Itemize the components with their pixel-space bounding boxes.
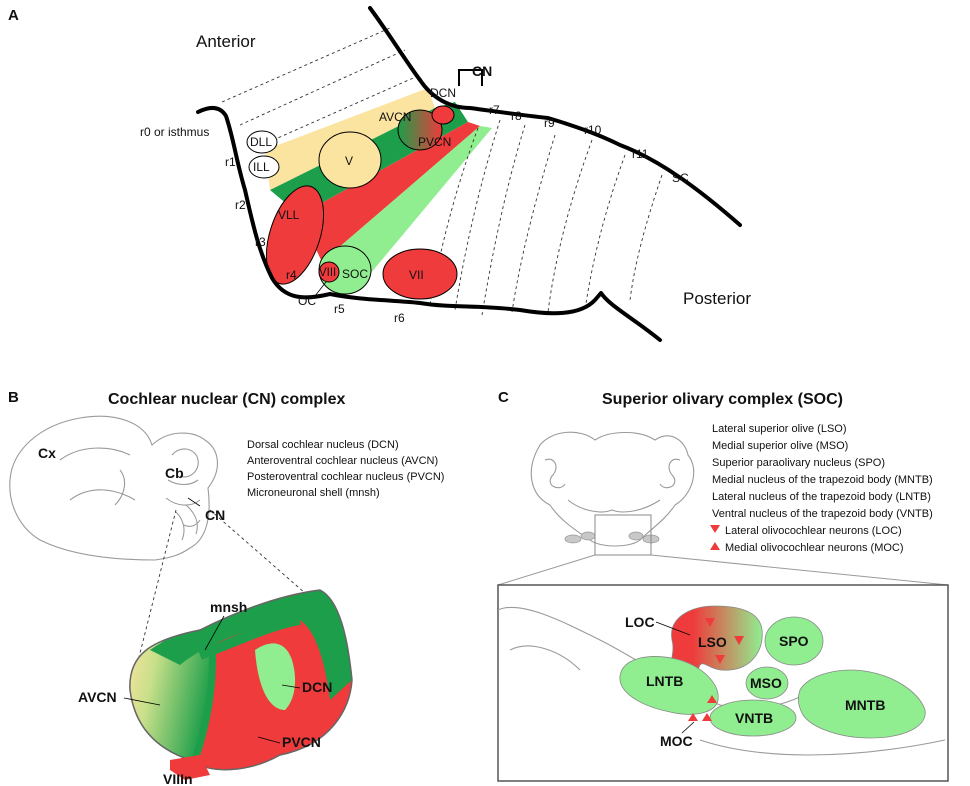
posterior-label: Posterior — [683, 289, 751, 308]
label-loc: LOC — [625, 614, 655, 630]
anterior-dashed-lines — [221, 27, 421, 146]
label-avcn: AVCN — [379, 110, 411, 124]
region-mnsh-shell — [150, 590, 352, 700]
panel-a: A Anterior Posterior — [8, 6, 751, 342]
panel-c-title: Superior olivary complex (SOC) — [602, 391, 843, 408]
anterior-label: Anterior — [196, 32, 256, 51]
cn-bracket-label: CN — [472, 63, 492, 79]
panel-c-legend-4: Medial nucleus of the trapezoid body (MN… — [712, 474, 933, 486]
region-avcn-gradient — [129, 630, 215, 760]
panel-a-nuclei — [246, 105, 458, 300]
label-dcn-b: DCN — [302, 679, 332, 695]
label-sc: SC — [672, 171, 689, 185]
loc-triangle — [715, 655, 725, 664]
panel-c: C Superior olivary complex (SOC) Lateral… — [497, 389, 949, 782]
label-r1: r1 — [225, 155, 236, 169]
nucleus-spo — [764, 616, 824, 666]
panel-c-legend-3: Superior paraolivary nucleus (SPO) — [712, 457, 885, 469]
moc-triangle — [688, 713, 698, 721]
loc-legend-triangle — [710, 525, 720, 533]
label-cb: Cb — [165, 465, 184, 481]
nucleus-dcn-circle — [431, 105, 455, 125]
label-vll: VLL — [278, 208, 300, 222]
label-avcn-b: AVCN — [78, 689, 117, 705]
nucleus-mntb — [797, 669, 926, 739]
region-viiin — [170, 755, 210, 780]
label-viii: VIII — [319, 267, 336, 279]
hindbrain-outline — [196, 6, 742, 342]
label-r9: r9 — [544, 116, 555, 130]
label-r5: r5 — [334, 302, 345, 316]
soc-magnified — [497, 584, 949, 782]
loc-triangle — [705, 618, 715, 627]
label-lso: LSO — [698, 634, 727, 650]
panel-b: B Cochlear nuclear (CN) complex Cx Cb CN… — [8, 389, 444, 786]
label-pvcn-b: PVCN — [282, 734, 321, 750]
label-mntb: MNTB — [845, 697, 885, 713]
panel-c-legend-8: Medial olivocochlear neurons (MOC) — [725, 542, 904, 554]
label-vii: VII — [409, 268, 424, 282]
panel-c-legend-6: Ventral nucleus of the trapezoid body (V… — [712, 508, 933, 520]
loc-triangle — [734, 636, 744, 645]
nucleus-viii — [318, 261, 340, 283]
label-vntb: VNTB — [735, 710, 773, 726]
label-soc: SOC — [342, 267, 368, 281]
panel-b-legend-2: Anteroventral cochlear nucleus (AVCN) — [247, 455, 438, 467]
label-mnsh: mnsh — [210, 599, 247, 615]
nucleus-dll — [246, 130, 278, 154]
nucleus-vll — [265, 185, 325, 285]
band-red — [300, 122, 480, 262]
nucleus-vii — [382, 248, 458, 300]
label-cx: Cx — [38, 445, 56, 461]
nucleus-mso — [745, 666, 789, 700]
panel-b-legend-3: Posteroventral cochlear nucleus (PVCN) — [247, 471, 444, 483]
cn-complex-enlarged — [129, 589, 353, 780]
panel-c-letter: C — [498, 389, 509, 406]
panel-c-legend-5: Lateral nucleus of the trapezoid body (L… — [712, 491, 931, 503]
label-r0: r0 or isthmus — [140, 125, 209, 139]
label-dll: DLL — [250, 135, 272, 149]
label-r10: r10 — [584, 123, 602, 137]
panel-b-legend-4: Microneuronal shell (mnsh) — [247, 487, 380, 499]
label-r3: r3 — [255, 235, 266, 249]
panel-c-legend-7: Lateral olivocochlear neurons (LOC) — [725, 525, 902, 537]
label-pvcn: PVCN — [418, 135, 451, 149]
moc-legend-triangle — [710, 542, 720, 550]
label-mso: MSO — [750, 675, 782, 691]
label-viiin: VIIIn — [163, 771, 193, 786]
coronal-brain-outline — [530, 431, 695, 556]
panel-c-legend-2: Medial superior olive (MSO) — [712, 440, 848, 452]
label-oc: OC — [298, 294, 316, 308]
moc-triangle — [702, 713, 712, 721]
label-r8: r8 — [511, 109, 522, 123]
cn-bracket: CN — [458, 63, 492, 86]
label-moc: MOC — [660, 733, 693, 749]
nucleus-ill — [248, 155, 280, 179]
panel-c-legend-1: Lateral superior olive (LSO) — [712, 423, 847, 435]
label-dcn: DCN — [430, 86, 456, 100]
panel-b-letter: B — [8, 389, 19, 406]
label-r6: r6 — [394, 311, 405, 325]
band-light-green — [322, 126, 492, 292]
nucleus-lntb — [619, 656, 719, 715]
label-r2: r2 — [235, 198, 246, 212]
region-dcn — [255, 643, 296, 710]
nucleus-avcn-circle — [397, 109, 443, 151]
label-v: V — [345, 154, 353, 168]
label-spo: SPO — [779, 633, 809, 649]
sagittal-brain-outline — [9, 415, 218, 561]
label-lntb: LNTB — [646, 673, 683, 689]
label-r7: r7 — [489, 103, 500, 117]
moc-triangle — [707, 695, 717, 703]
label-r4: r4 — [286, 268, 297, 282]
panel-b-legend-1: Dorsal cochlear nucleus (DCN) — [247, 439, 399, 451]
nucleus-v — [318, 131, 382, 189]
label-r11: r11 — [632, 147, 649, 161]
panel-a-letter: A — [8, 7, 19, 24]
label-ill: ILL — [253, 160, 270, 174]
panel-b-title: Cochlear nuclear (CN) complex — [108, 391, 346, 408]
